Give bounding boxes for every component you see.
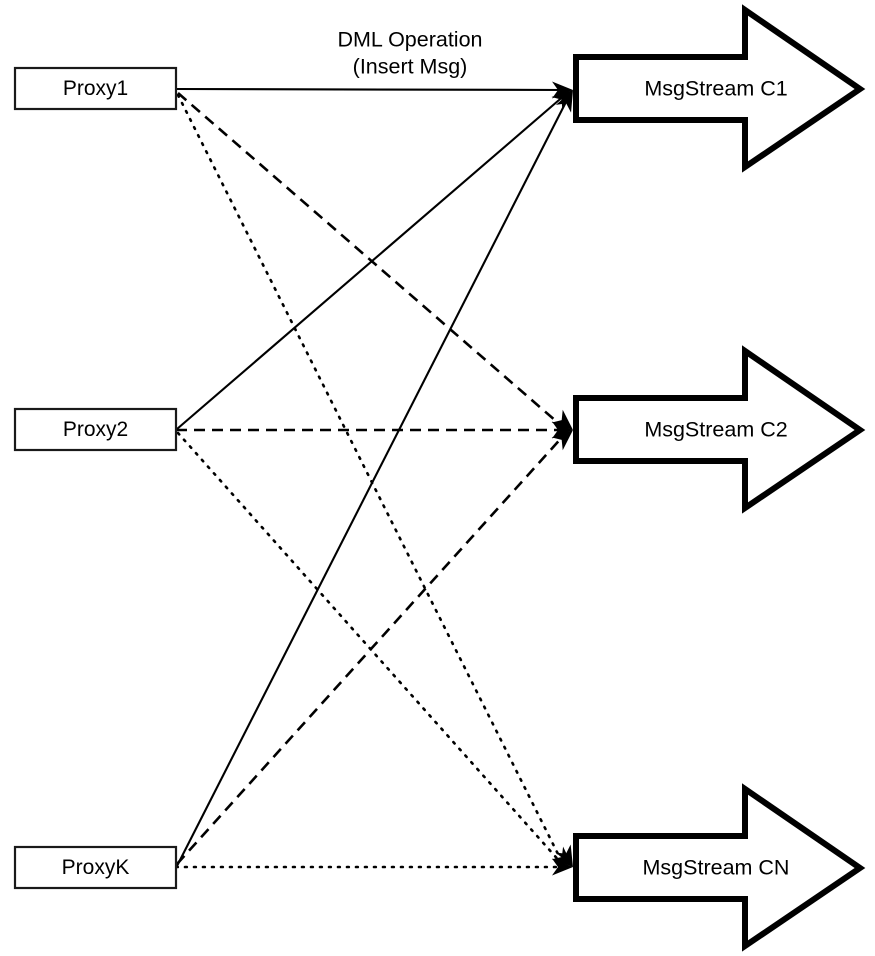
edge-proxy1-to-cn bbox=[176, 93, 564, 864]
arrowhead-cluster-head-cn bbox=[551, 844, 573, 876]
stream-msgstream-c1[interactable]: MsgStream C1 bbox=[573, 4, 866, 173]
stream-msgstream-cn[interactable]: MsgStream CN bbox=[573, 783, 866, 952]
stream-label-msgstream-c2: MsgStream C2 bbox=[644, 418, 787, 442]
proxy-label-proxyk: ProxyK bbox=[62, 856, 130, 879]
arrowhead-head-cn-0 bbox=[552, 858, 573, 876]
proxy-label-proxy1: Proxy1 bbox=[63, 77, 128, 100]
arrowhead-head-c2-1 bbox=[551, 409, 573, 430]
edge-proxyk-to-c1 bbox=[176, 97, 569, 867]
proxy-node-proxy2[interactable]: Proxy2 bbox=[13, 407, 178, 452]
arrowhead-head-c2-2 bbox=[551, 430, 573, 451]
arrowhead-head-c1-2 bbox=[555, 90, 573, 113]
proxy-box-proxy1 bbox=[13, 66, 178, 111]
arrowhead-head-c1-0 bbox=[552, 81, 573, 99]
edge-proxyk-to-c2 bbox=[176, 433, 566, 865]
arrowhead-cluster-head-c2 bbox=[551, 409, 573, 451]
edge-proxy1-to-c2 bbox=[177, 92, 565, 429]
streams-layer: MsgStream C1 MsgStream C2 MsgStream CN bbox=[573, 4, 866, 952]
stream-arrow-shape-msgstream-c1 bbox=[573, 4, 866, 173]
arrowhead-cluster-head-c1 bbox=[551, 81, 573, 113]
arrowhead-head-cn-2 bbox=[551, 846, 573, 867]
edge-proxy1-to-c1 bbox=[175, 87, 567, 92]
stream-arrow-shape-msgstream-cn bbox=[573, 783, 866, 952]
stream-label-msgstream-cn: MsgStream CN bbox=[643, 856, 790, 880]
arrowhead-head-c2-0 bbox=[552, 421, 573, 439]
proxy-node-proxy1[interactable]: Proxy1 bbox=[13, 66, 178, 111]
edges-layer bbox=[174, 87, 569, 869]
edge-proxy2-to-c1 bbox=[176, 93, 567, 430]
proxy-node-proxyk[interactable]: ProxyK bbox=[13, 845, 178, 890]
stream-msgstream-c2[interactable]: MsgStream C2 bbox=[573, 345, 866, 514]
stream-arrow-shape-msgstream-c2 bbox=[573, 345, 866, 514]
annotation-dml-operation: DML Operation (Insert Msg) bbox=[338, 28, 483, 79]
proxy-label-proxy2: Proxy2 bbox=[63, 418, 128, 441]
proxy-box-proxy2 bbox=[13, 407, 178, 452]
annotation-dml-operation-line2: (Insert Msg) bbox=[353, 55, 468, 79]
proxy-box-proxyk bbox=[13, 845, 178, 890]
annotation-dml-operation-line1: DML Operation bbox=[338, 28, 483, 52]
arrowheads-layer bbox=[551, 81, 573, 876]
stream-label-msgstream-c1: MsgStream C1 bbox=[644, 77, 787, 101]
annotations-layer: DML Operation (Insert Msg) bbox=[338, 28, 483, 79]
